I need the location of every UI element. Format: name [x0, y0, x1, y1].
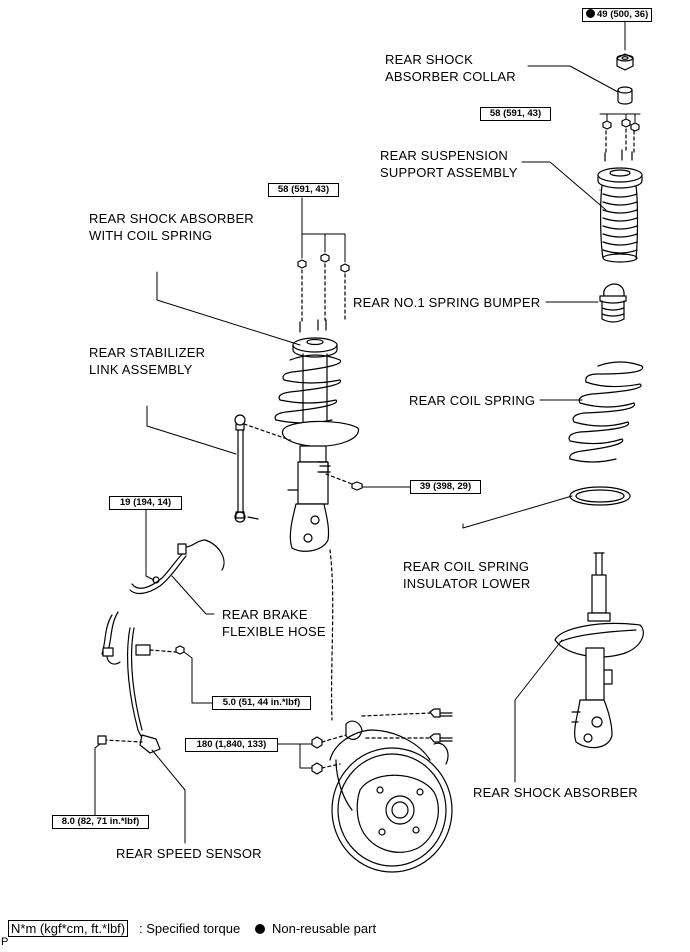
insulator-part — [569, 486, 631, 506]
label-coil-spring-insulator-lower: REAR COIL SPRING INSULATOR LOWER — [403, 559, 531, 591]
torque-sensor-bolt: 8.0 (82, 71 in.*lbf) — [52, 815, 149, 829]
top-nut-part — [616, 53, 634, 71]
label-stabilizer-link-assembly: REAR STABILIZER LINK ASSEMBLY — [89, 345, 206, 377]
label-coil-spring: REAR COIL SPRING — [409, 393, 536, 408]
support-assembly-part — [597, 128, 643, 263]
knuckle-bolts-part — [311, 708, 453, 775]
label-shock-absorber-collar: REAR SHOCK ABSORBER COLLAR — [385, 52, 516, 84]
torque-knuckle-bolts: 180 (1,840, 133) — [185, 738, 278, 752]
stabilizer-link-part — [234, 414, 291, 523]
label-shock-absorber: REAR SHOCK ABSORBER — [473, 785, 638, 800]
strut-nuts-part — [297, 253, 350, 323]
assembled-strut-part — [274, 319, 359, 552]
lower-bolt-part — [325, 473, 363, 491]
spring-bumper-part — [599, 283, 627, 323]
torque-sensor-clamp-bolt: 5.0 (51, 44 in.*lbf) — [212, 696, 311, 710]
axle-hub-part — [329, 720, 453, 873]
collar-part — [617, 86, 633, 105]
label-brake-flexible-hose: REAR BRAKE FLEXIBLE HOSE — [222, 607, 326, 639]
shock-absorber-part — [554, 552, 644, 749]
alignment-line — [329, 549, 334, 721]
torque-support-nuts: 58 (591, 43) — [480, 107, 551, 121]
non-reusable-dot-icon — [586, 9, 595, 18]
legend-non-reusable: Non-reusable part — [272, 921, 377, 936]
brake-hose-part — [129, 539, 225, 595]
label-speed-sensor: REAR SPEED SENSOR — [116, 846, 262, 861]
legend-torque-desc: : Specified torque — [139, 921, 241, 936]
non-reusable-legend-dot-icon — [255, 924, 265, 934]
torque-hose-bolt: 19 (194, 14) — [109, 496, 182, 510]
corner-mark: P — [1, 936, 9, 948]
label-shock-absorber-with-coil-spring: REAR SHOCK ABSORBER WITH COIL SPRING — [89, 211, 254, 243]
coil-spring-part — [568, 361, 644, 463]
legend-torque-unit: N*m (kgf*cm, ft.*lbf) — [8, 920, 129, 937]
torque-top-nut: 49 (500, 36) — [582, 8, 653, 22]
support-nuts-part — [602, 118, 640, 132]
torque-assembly-nuts: 58 (591, 43) — [268, 183, 339, 197]
label-spring-bumper: REAR NO.1 SPRING BUMPER — [353, 295, 541, 310]
speed-sensor-part — [97, 611, 185, 754]
torque-lower-bolt: 39 (398, 29) — [410, 480, 481, 494]
leader-lines — [94, 21, 641, 844]
label-suspension-support-assembly: REAR SUSPENSION SUPPORT ASSEMBLY — [380, 148, 518, 180]
